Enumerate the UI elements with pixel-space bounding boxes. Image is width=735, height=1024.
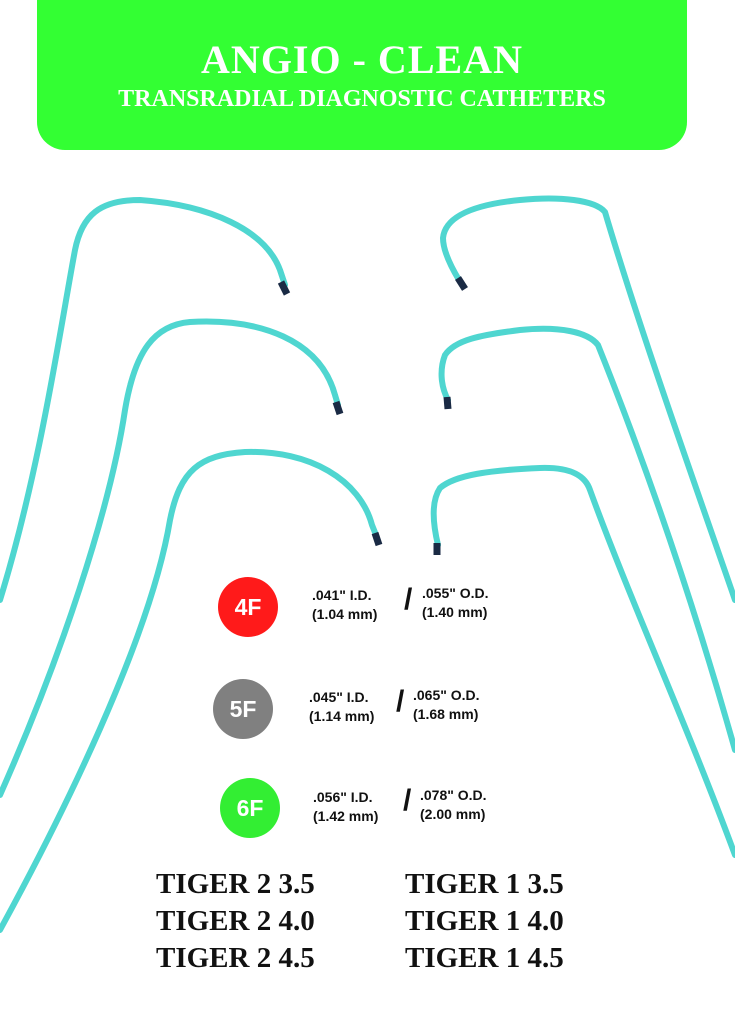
size-badge: 5F — [213, 679, 273, 739]
catheter-right-middle — [438, 325, 735, 753]
separator: / — [396, 685, 405, 718]
inner-diameter: .045" I.D. (1.14 mm) — [309, 688, 374, 726]
inner-diameter-mm: (1.42 mm) — [313, 808, 379, 824]
catheter-right-outer — [440, 195, 735, 603]
inner-diameter: .056" I.D. (1.42 mm) — [313, 788, 378, 826]
model-name: TIGER 1 3.5 — [405, 868, 564, 900]
inner-diameter-inches: .041" I.D. — [312, 587, 372, 603]
model-name: TIGER 1 4.0 — [405, 905, 564, 937]
model-name: TIGER 1 4.5 — [405, 942, 564, 974]
catheter-left-outer — [0, 197, 288, 603]
outer-diameter-mm: (1.68 mm) — [413, 706, 479, 722]
outer-diameter-mm: (2.00 mm) — [420, 806, 486, 822]
inner-diameter-inches: .045" I.D. — [309, 689, 369, 705]
inner-diameter-mm: (1.14 mm) — [309, 708, 375, 724]
separator: / — [404, 583, 413, 616]
catheter-tip — [277, 280, 291, 296]
catheter-tip — [332, 400, 344, 416]
catheter-tip — [455, 276, 468, 291]
catheter-right-inner — [430, 464, 735, 858]
inner-diameter-mm: (1.04 mm) — [312, 606, 378, 622]
models-left-list: TIGER 2 3.5 TIGER 2 4.0 TIGER 2 4.5 — [156, 866, 315, 977]
page-title: ANGIO - CLEAN — [201, 37, 523, 82]
outer-diameter-inches: .078" O.D. — [420, 787, 487, 803]
header-banner: ANGIO - CLEAN TRANSRADIAL DIAGNOSTIC CAT… — [37, 0, 687, 150]
model-name: TIGER 2 4.0 — [156, 905, 315, 937]
model-name: TIGER 2 4.5 — [156, 942, 315, 974]
size-badge: 4F — [218, 577, 278, 637]
outer-diameter: .078" O.D. (2.00 mm) — [420, 786, 487, 824]
inner-diameter: .041" I.D. (1.04 mm) — [312, 586, 377, 624]
inner-diameter-inches: .056" I.D. — [313, 789, 373, 805]
outer-diameter-inches: .055" O.D. — [422, 585, 489, 601]
outer-diameter-inches: .065" O.D. — [413, 687, 480, 703]
catheter-tips — [277, 276, 468, 555]
size-badge: 6F — [220, 778, 280, 838]
catheter-left-inner — [0, 448, 379, 933]
outer-diameter-mm: (1.40 mm) — [422, 604, 488, 620]
outer-diameter: .055" O.D. (1.40 mm) — [422, 584, 489, 622]
catheter-left-middle — [0, 318, 341, 798]
model-name: TIGER 2 3.5 — [156, 868, 315, 900]
separator: / — [403, 784, 412, 817]
models-right-list: TIGER 1 3.5 TIGER 1 4.0 TIGER 1 4.5 — [405, 866, 564, 977]
catheter-tip — [443, 396, 452, 410]
catheter-tip — [371, 531, 383, 547]
page-subtitle: TRANSRADIAL DIAGNOSTIC CATHETERS — [118, 86, 606, 112]
outer-diameter: .065" O.D. (1.68 mm) — [413, 686, 480, 724]
